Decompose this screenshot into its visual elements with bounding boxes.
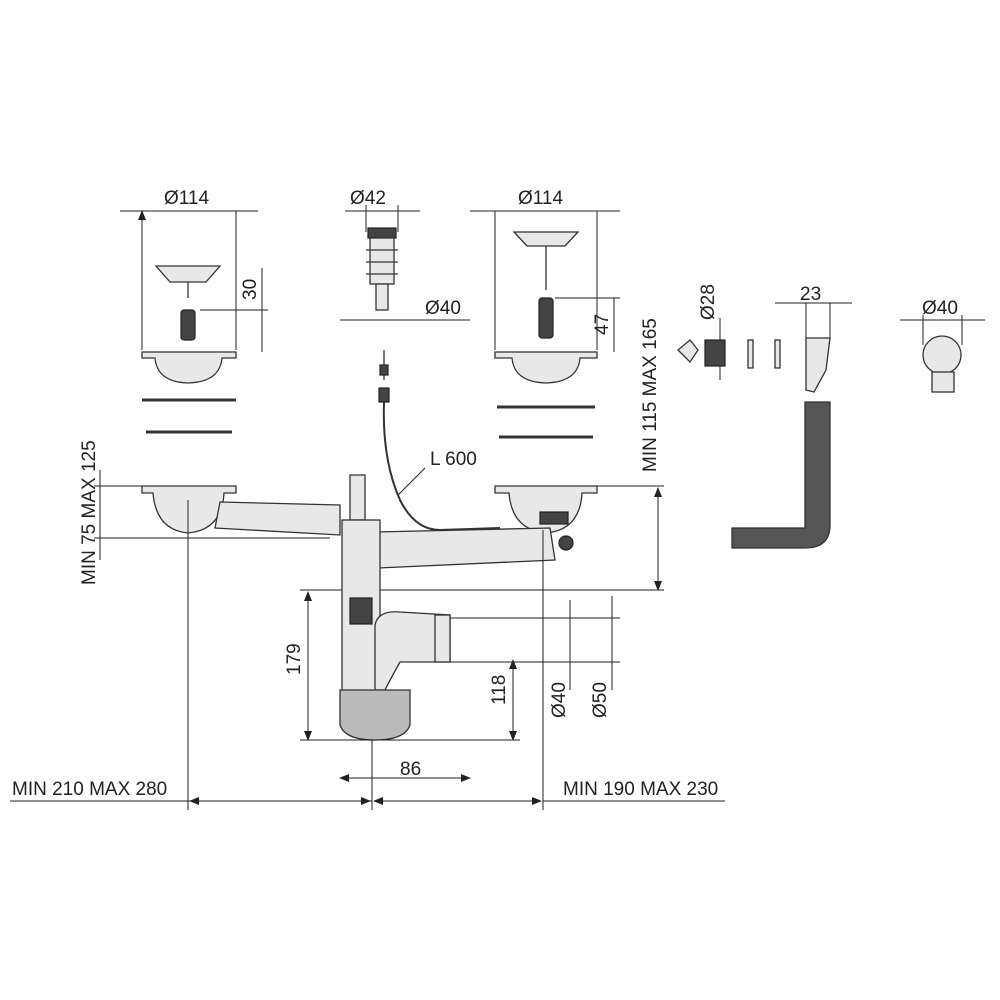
overflow-parts-group: Ø28 23 Ø40: [677, 284, 985, 549]
trap-group: 179 118 Ø40 Ø50 86: [284, 474, 620, 782]
popup-base-diameter-label: Ø40: [425, 298, 461, 319]
popup-cap: [367, 227, 397, 239]
upper-flange-bowl: [141, 351, 237, 384]
upper-flange-bowl: [494, 351, 598, 384]
trap-bottle: [339, 689, 411, 741]
right-strainer-diameter-label: Ø114: [518, 188, 564, 209]
trap-outlet-elbow: [374, 611, 451, 691]
strainer-basket: [512, 231, 580, 247]
overflow-connector: [539, 511, 569, 525]
right-spacing-range-label: MIN 190 MAX 230: [563, 779, 718, 800]
popup-thread: [375, 283, 389, 311]
overflow-height-range-label: MIN 115 MAX 165: [640, 318, 661, 472]
outlet-diameter-outer-label: Ø50: [590, 682, 611, 718]
left-bowl-height-range-label: MIN 75 MAX 125: [79, 440, 100, 585]
popup-body: [369, 237, 395, 285]
connecting-pipe-right: [374, 527, 556, 569]
cable: [382, 401, 501, 532]
overflow-cap: [677, 339, 699, 364]
lower-flange-bowl: [494, 485, 598, 534]
strainer-plug: [538, 297, 554, 339]
overflow-head: [805, 337, 831, 393]
overflow-nut: [704, 339, 726, 367]
right-stem-height-label: 47: [592, 314, 613, 335]
cable-length-label: L 600: [430, 449, 477, 470]
small-part-diameter-label: Ø28: [698, 284, 719, 320]
left-strainer-group: Ø114 30: [120, 188, 341, 536]
outlet-height-label: 118: [489, 675, 510, 705]
strainer-plug: [180, 309, 196, 341]
left-strainer-diameter-label: Ø114: [164, 188, 210, 209]
trap-height-label: 179: [284, 643, 305, 675]
leader-line: [397, 467, 426, 496]
left-stem-height-label: 30: [240, 279, 261, 300]
overflow-outlet-diameter-label: Ø40: [922, 298, 958, 319]
outlet-diameter-inner-label: Ø40: [549, 682, 570, 718]
connecting-pipe-left: [214, 501, 341, 536]
popup-group: Ø42 Ø40 L 600: [340, 188, 501, 532]
outlet-offset-label: 86: [400, 759, 421, 780]
corrugated-hose: [731, 401, 831, 549]
overflow-outlet: [922, 335, 962, 375]
popup-housing: [349, 474, 366, 521]
left-spacing-range-label: MIN 210 MAX 280: [12, 779, 167, 800]
strainer-basket: [154, 265, 222, 283]
overflow-head-width-label: 23: [800, 284, 821, 305]
popup-diameter-label: Ø42: [350, 188, 386, 209]
trap-label: [349, 597, 373, 625]
spacing-dimensions: MIN 75 MAX 125 MIN 210 MAX 280 MIN 190 M…: [10, 440, 725, 810]
